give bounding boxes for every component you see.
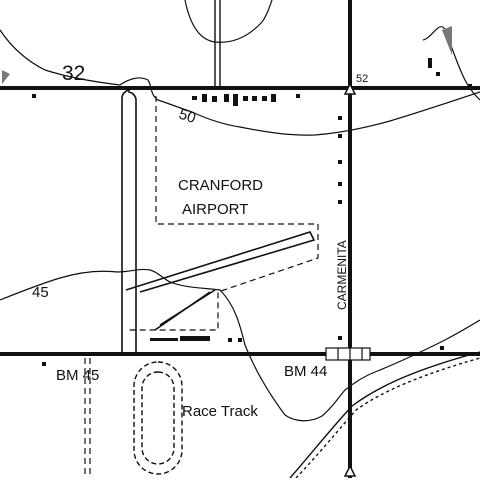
runway-diagonal (125, 231, 316, 331)
section-corner-icon (2, 70, 10, 84)
runway-north-south (121, 89, 137, 352)
race-track-oval (133, 361, 183, 475)
airport-name-line2: AIRPORT (182, 201, 248, 218)
benchmark-label-west: BM 45 (56, 367, 99, 384)
road-spur-north (214, 0, 221, 86)
spot-elevation: 52 (356, 73, 368, 85)
contour-label-45: 45 (32, 284, 49, 301)
triangulation-station-icon (343, 464, 357, 477)
triangulation-station-icon (343, 82, 357, 95)
contour-label-50: 50 (177, 106, 198, 127)
contour-line-top (184, 0, 273, 43)
airport-name-line1: CRANFORD (178, 177, 263, 194)
contour-lines (0, 0, 480, 422)
buildings (32, 58, 472, 366)
road-label-carmenita: CARMENITA (335, 240, 349, 310)
section-number: 32 (62, 62, 85, 85)
contour-line-ne (422, 26, 480, 101)
section-corner-icon (442, 26, 452, 55)
railroad-southeast (289, 351, 480, 479)
contour-line-45 (0, 268, 480, 422)
dashed-track-west (84, 358, 91, 478)
bridge-icon (325, 347, 371, 361)
race-track-label: Race Track (182, 403, 258, 420)
contour-line-50 (0, 29, 480, 136)
triangle-markers (2, 26, 452, 477)
airport-boundary (128, 96, 319, 331)
benchmark-label-east: BM 44 (284, 363, 327, 380)
